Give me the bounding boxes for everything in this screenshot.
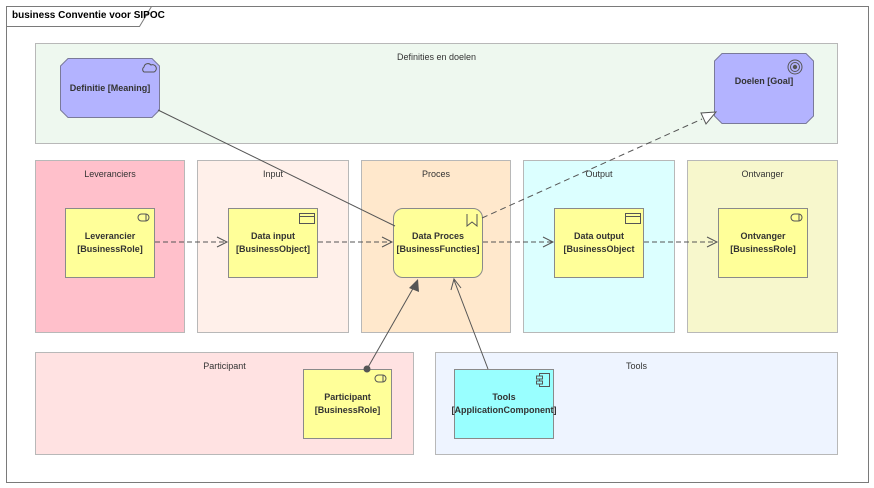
definitie-name: Definitie [69,82,106,93]
data-input-name: Data input [251,231,295,241]
group-label-output: Output [585,169,613,179]
cloud-icon [142,63,157,73]
element-data-output[interactable]: Data output [BusinessObject [554,208,644,278]
data-output-stereotype: [BusinessObject [563,244,635,254]
element-leverancier[interactable]: Leverancier [BusinessRole] [65,208,155,278]
role-icon [137,213,150,222]
participant-stereotype: [BusinessRole] [314,405,381,415]
bookmark-icon [466,214,478,227]
element-tools[interactable]: Tools [ApplicationComponent] [451,369,557,439]
target-icon [787,59,803,75]
doelen-stereotype: [Goal] [767,76,794,86]
data-proces-name: Data Proces [411,231,465,241]
doelen-name: Doelen [734,76,765,86]
diagram-title: business Conventie voor SIPOC [12,10,165,21]
ontvanger-name: Ontvanger [740,231,786,241]
group-label-leveranciers: Leveranciers [84,169,136,179]
business-object-icon [299,213,315,224]
group-label-definities: Definities en doelen [396,52,477,62]
group-label-participant: Participant [203,361,246,371]
definitie-stereotype: [Meaning] [107,82,151,93]
data-output-name: Data output [574,231,624,241]
data-proces-stereotype: [BusinessFuncties] [396,244,480,254]
element-participant[interactable]: Participant [BusinessRole] [303,369,392,439]
group-label-input: Input [262,169,284,179]
title-tab-shape [6,6,152,27]
element-definitie[interactable]: Definitie [Meaning] [60,58,160,118]
tools-stereotype: [ApplicationComponent] [451,405,557,415]
role-icon [790,213,803,222]
element-doelen[interactable]: Doelen [Goal] [714,53,814,124]
definitie-shape [60,58,160,118]
element-ontvanger[interactable]: Ontvanger [BusinessRole] [718,208,808,278]
ontvanger-stereotype: [BusinessRole] [730,244,796,254]
definitie-label: Definitie [Meaning] [60,58,160,118]
role-icon [374,374,387,383]
participant-name: Participant [324,392,371,402]
element-data-input[interactable]: Data input [BusinessObject] [228,208,318,278]
group-label-ontvanger: Ontvanger [741,169,784,179]
tools-name: Tools [492,392,516,402]
group-label-proces: Proces [421,169,450,179]
diagram-title-tab: business Conventie voor SIPOC [6,6,165,27]
group-label-tools: Tools [625,361,647,371]
leverancier-name: Leverancier [84,231,136,241]
data-input-stereotype: [BusinessObject] [235,244,311,254]
component-icon [536,373,550,387]
leverancier-stereotype: [BusinessRole] [77,244,143,254]
element-data-proces[interactable]: Data Proces [BusinessFuncties] [393,208,483,278]
business-object-icon [625,213,641,224]
doelen-label: Doelen [Goal] [714,53,814,110]
